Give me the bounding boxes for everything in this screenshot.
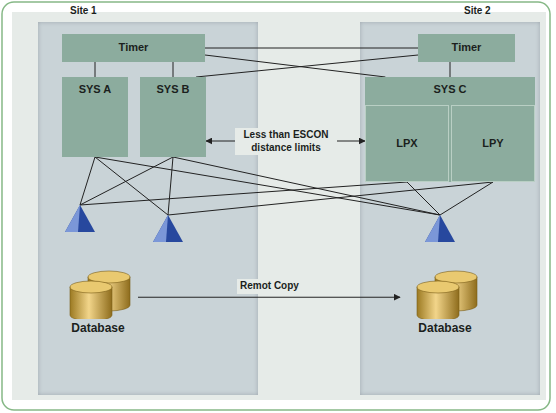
channel-wire xyxy=(168,157,173,215)
channel-wire xyxy=(440,182,493,215)
channel-wire xyxy=(80,157,173,205)
node-label: SYS C xyxy=(433,83,466,96)
node-label: Timer xyxy=(452,41,482,54)
node-label: Timer xyxy=(119,41,149,54)
director-body xyxy=(425,215,455,242)
timer-box: Timer xyxy=(62,34,205,62)
director-symbol xyxy=(425,215,455,242)
database-node: Database xyxy=(58,267,138,339)
ground xyxy=(12,12,546,400)
timer-box: Timer xyxy=(418,34,515,62)
cylinder-top xyxy=(70,281,112,293)
director-face xyxy=(425,215,440,242)
director-face xyxy=(153,215,168,242)
system-box: SYS A xyxy=(62,77,128,157)
outer-frame xyxy=(2,2,550,410)
director-face xyxy=(65,205,80,232)
partition-box: LPY xyxy=(451,105,535,182)
node-label: Database xyxy=(418,321,471,335)
timer-link xyxy=(95,62,96,77)
disk-cylinder xyxy=(70,281,112,319)
site-panel: Site 1TimerSYS ASYS BDatabase xyxy=(38,22,258,395)
system-box: SYS B xyxy=(140,77,206,157)
node-label: SYS A xyxy=(79,83,112,96)
node-label: LPX xyxy=(396,137,417,150)
channel-wires xyxy=(80,157,493,215)
connector-label: Remot Copy xyxy=(237,279,302,294)
director-body xyxy=(65,205,95,232)
system-box: SYS C LPX LPY xyxy=(365,77,535,182)
timer-link xyxy=(205,48,418,49)
timer-link xyxy=(173,62,174,77)
channel-wire xyxy=(168,182,493,215)
director-body xyxy=(153,215,183,242)
channel-wire xyxy=(173,157,440,215)
connector-arrow xyxy=(138,297,400,298)
channel-wire xyxy=(80,182,407,205)
timer-link xyxy=(450,62,451,77)
channel-wire xyxy=(80,157,95,205)
node-label: Database xyxy=(71,321,124,335)
connector-label: Less than ESCON distance limits xyxy=(235,128,337,155)
site-label: Site 1 xyxy=(70,5,97,17)
director-symbol xyxy=(153,215,183,242)
timer-link xyxy=(196,55,418,77)
partition-box: LPX xyxy=(365,105,449,182)
node-label: LPY xyxy=(482,137,503,150)
database-cylinders xyxy=(400,267,490,319)
disk-cylinder xyxy=(417,281,459,319)
channel-wire xyxy=(407,182,440,215)
node-label: SYS B xyxy=(156,83,189,96)
site-label: Site 2 xyxy=(464,5,491,17)
channel-wire xyxy=(95,157,440,215)
database-cylinders xyxy=(58,267,138,319)
cylinder-top xyxy=(417,281,459,293)
database-node: Database xyxy=(400,267,490,339)
director-symbol xyxy=(65,205,95,232)
